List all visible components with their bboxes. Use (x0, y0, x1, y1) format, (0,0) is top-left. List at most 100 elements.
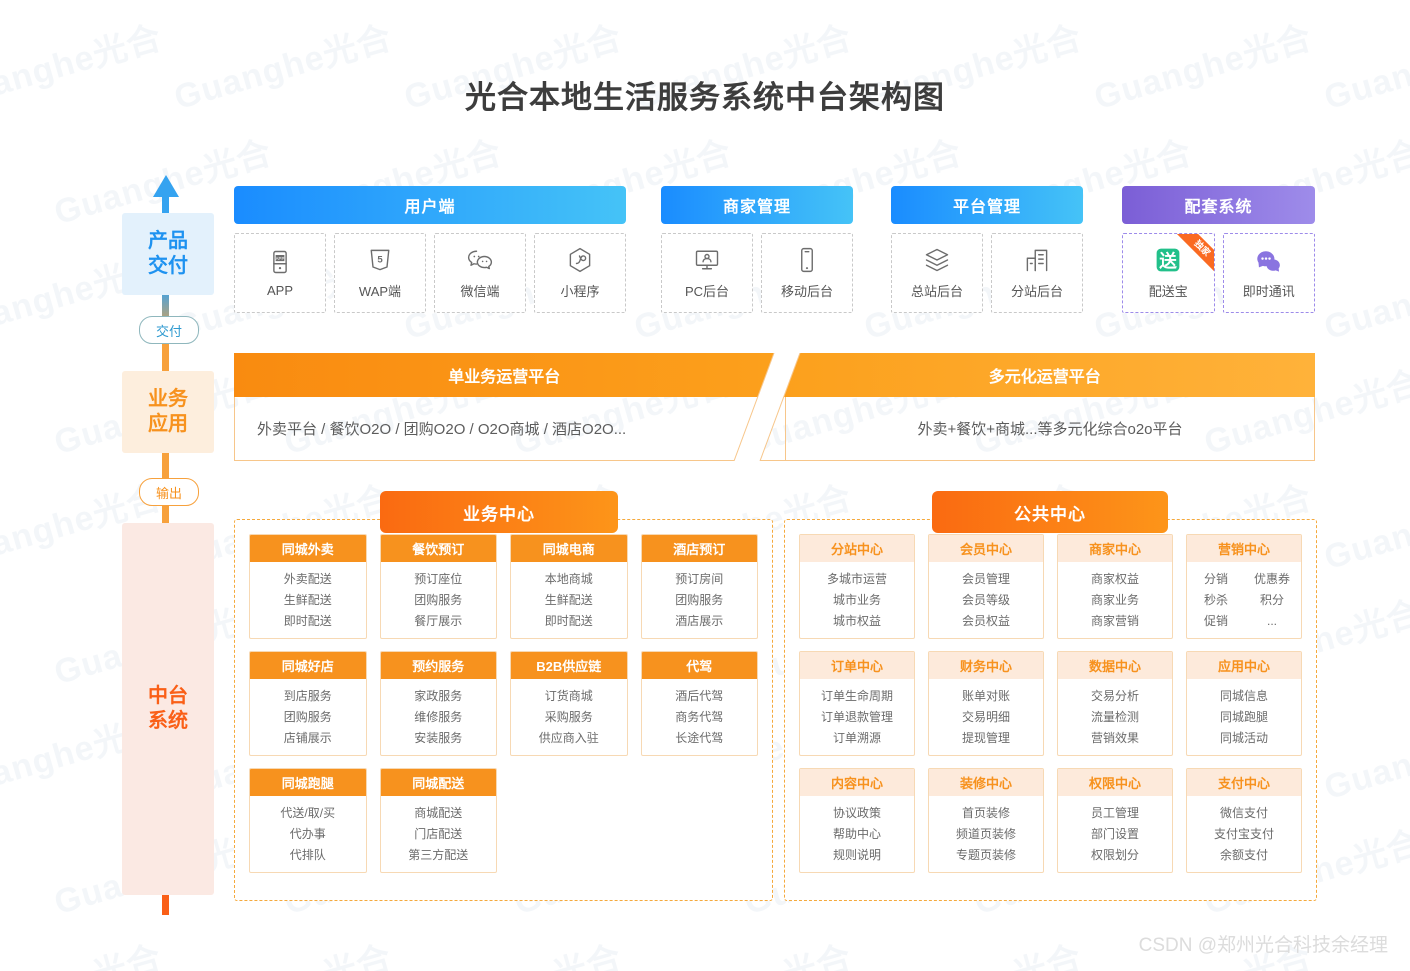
delivery-tile-mini-program[interactable]: 小程序 (534, 233, 626, 313)
center-card-item: 代送/取/买 (280, 806, 336, 820)
center-card-items: 同城信息同城跑腿同城活动 (1187, 679, 1301, 755)
center-card[interactable]: 商家中心商家权益商家业务商家营销 (1057, 534, 1173, 639)
svg-text:APP: APP (276, 256, 285, 261)
center-card-item: 代办事 (289, 827, 326, 841)
center-card-item: 餐厅展示 (414, 614, 463, 628)
rail-stage-label-line2: 应用 (148, 413, 188, 435)
center-card-item: 协议政策 (832, 806, 881, 820)
delivery-group-4: 配套系统送配送宝独家即时通讯 (1122, 186, 1315, 313)
center-card[interactable]: 财务中心账单对账交易明细提现管理 (928, 651, 1044, 756)
center-card[interactable]: 酒店预订预订房间团购服务酒店展示 (640, 534, 758, 639)
center-card[interactable]: 代驾酒后代驾商务代驾长途代驾 (640, 651, 758, 756)
center-card[interactable]: 同城配送商城配送门店配送第三方配送 (379, 768, 497, 873)
layers-icon (923, 246, 951, 274)
watermark-text: Guanghe光合 (1320, 478, 1410, 578)
center-card[interactable]: 内容中心协议政策帮助中心规则说明 (799, 768, 915, 873)
center-card-item: 外卖配送 (283, 572, 332, 586)
center-card[interactable]: 同城外卖外卖配送生鲜配送即时配送 (249, 534, 367, 639)
public-center-title: 公共中心 (932, 491, 1168, 533)
center-card-item: 规则说明 (832, 848, 881, 862)
center-card-item: 多城市运营 (826, 572, 887, 586)
center-card-title: 权限中心 (1058, 769, 1172, 796)
center-card-title: 餐饮预订 (380, 535, 496, 562)
delivery-group-3: 平台管理总站后台分站后台 (891, 186, 1083, 313)
center-card-item: 店铺展示 (283, 731, 332, 745)
center-card-title: 订单中心 (800, 652, 914, 679)
center-card-items: 商城配送门店配送第三方配送 (381, 796, 497, 872)
center-card[interactable]: 权限中心员工管理部门设置权限划分 (1057, 768, 1173, 873)
center-card-item: 帮助中心 (832, 827, 881, 841)
center-card[interactable]: 数据中心交易分析流量检测营销效果 (1057, 651, 1173, 756)
delivery-tile-delivery-song[interactable]: 送配送宝独家 (1122, 233, 1215, 313)
delivery-tile-label: 微信端 (460, 284, 500, 299)
center-card-item: 采购服务 (544, 710, 593, 724)
center-card[interactable]: B2B供应链订货商城采购服务供应商入驻 (510, 651, 628, 756)
center-card[interactable]: 装修中心首页装修频道页装修专题页装修 (928, 768, 1044, 873)
business-center-title: 业务中心 (380, 491, 618, 533)
center-card-item: 订单退款管理 (820, 710, 893, 724)
center-card-item: 员工管理 (1090, 806, 1139, 820)
center-card-item: 首页装修 (961, 806, 1010, 820)
center-card-item: 流量检测 (1090, 710, 1139, 724)
rail-arrow-up-icon (153, 175, 179, 197)
center-card-item: 会员等级 (961, 593, 1010, 607)
html5-shield-icon: 5 (366, 246, 394, 274)
mobile-icon (793, 246, 821, 274)
operations-platform-headers: 单业务运营平台 多元化运营平台 (234, 353, 1315, 397)
watermark-text: Guanghe光合 (1320, 248, 1410, 348)
center-card[interactable]: 同城电商本地商城生鲜配送即时配送 (510, 534, 628, 639)
center-card[interactable]: 餐饮预订预订座位团购服务餐厅展示 (379, 534, 497, 639)
delivery-tile-desktop[interactable]: PC后台 (661, 233, 753, 313)
center-card-item: 账单对账 (961, 689, 1010, 703)
delivery-tile-label: 配送宝 (1148, 284, 1188, 299)
rail-stage-label-line2: 交付 (148, 255, 188, 277)
delivery-tile-mobile[interactable]: 移动后台 (761, 233, 853, 313)
rail-end-stub (162, 891, 169, 915)
delivery-tile-list: 总站后台分站后台 (891, 233, 1083, 313)
building-icon (1023, 246, 1051, 274)
watermark-text: Guanghe光合 (628, 930, 857, 971)
center-card-item: 商家营销 (1090, 614, 1139, 628)
center-card-items: 交易分析流量检测营销效果 (1058, 679, 1172, 755)
center-card-item: 交易分析 (1090, 689, 1139, 703)
center-card-items: 会员管理会员等级会员权益 (929, 562, 1043, 638)
center-card-items: 预订座位团购服务餐厅展示 (381, 562, 497, 638)
center-card-items: 账单对账交易明细提现管理 (929, 679, 1043, 755)
center-card[interactable]: 营销中心分销优惠券秒杀积分促销... (1186, 534, 1302, 639)
center-card-item: 订单溯源 (832, 731, 881, 745)
center-card-title: 同城好店 (250, 652, 366, 679)
center-card-item: 家政服务 (414, 689, 463, 703)
delivery-tile-list: PC后台移动后台 (661, 233, 853, 313)
center-card-title: 分站中心 (800, 535, 914, 562)
center-card-item: 同城跑腿 (1219, 710, 1268, 724)
center-card[interactable]: 预约服务家政服务维修服务安装服务 (379, 651, 497, 756)
rail-pill-delivery: 交付 (139, 316, 199, 344)
center-card[interactable]: 支付中心微信支付支付宝支付余额支付 (1186, 768, 1302, 873)
center-card[interactable]: 分站中心多城市运营城市业务城市权益 (799, 534, 915, 639)
rail-stage-label-line1: 业务 (148, 388, 188, 410)
center-card[interactable]: 同城跑腿代送/取/买代办事代排队 (249, 768, 367, 873)
center-card-item: 会员权益 (961, 614, 1010, 628)
center-card[interactable]: 应用中心同城信息同城跑腿同城活动 (1186, 651, 1302, 756)
center-card-item: 商城配送 (414, 806, 463, 820)
center-card-item: 提现管理 (961, 731, 1010, 745)
center-card[interactable]: 同城好店到店服务团购服务店铺展示 (249, 651, 367, 756)
center-card[interactable]: 会员中心会员管理会员等级会员权益 (928, 534, 1044, 639)
delivery-tile-chat-bubble[interactable]: 即时通讯 (1222, 233, 1315, 313)
delivery-tile-label: 小程序 (560, 284, 600, 299)
center-card[interactable]: 订单中心订单生命周期订单退款管理订单溯源 (799, 651, 915, 756)
watermark-text: Guanghe光合 (398, 930, 627, 971)
center-card-item: 专题页装修 (955, 848, 1016, 862)
center-card-item: 会员管理 (961, 572, 1010, 586)
delivery-tile-building[interactable]: 分站后台 (991, 233, 1083, 313)
center-card-item: 酒后代驾 (675, 689, 724, 703)
delivery-tile-wechat[interactable]: 微信端 (434, 233, 526, 313)
delivery-tile-layers[interactable]: 总站后台 (891, 233, 983, 313)
center-card-title: 同城电商 (511, 535, 627, 562)
center-card-item: 预订座位 (414, 572, 463, 586)
center-card-item: 第三方配送 (408, 848, 469, 862)
center-card-title: 酒店预订 (641, 535, 757, 562)
